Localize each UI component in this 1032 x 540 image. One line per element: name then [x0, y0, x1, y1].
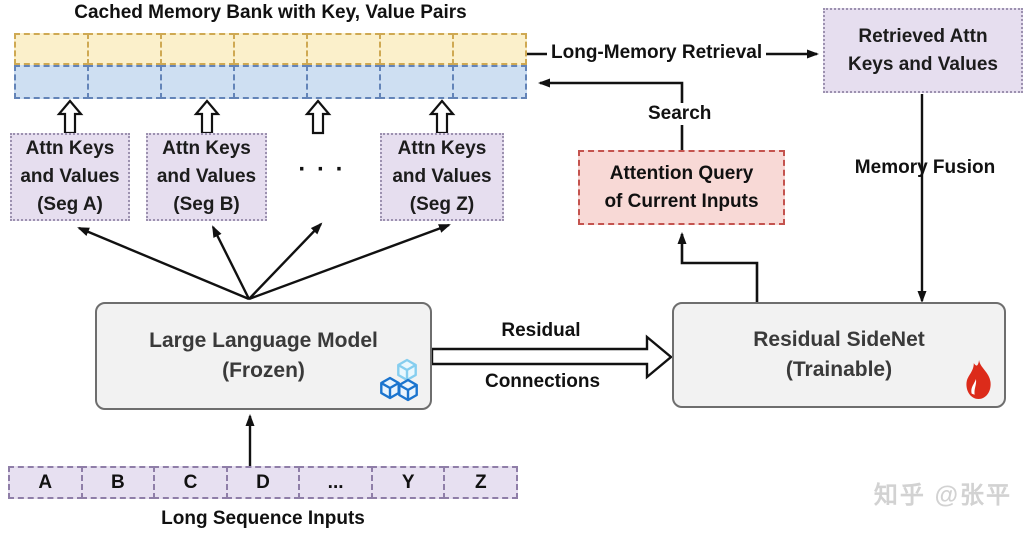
search-arrow	[538, 78, 684, 151]
sequence-token-cell: D	[225, 466, 301, 499]
memory-key-cell	[452, 33, 527, 65]
sequence-token-cell: ...	[298, 466, 373, 499]
long-sequence-input-row: A B C D ... Y Z	[8, 466, 519, 499]
box-text-line: and Values	[156, 166, 257, 187]
box-text-line: (Seg A)	[37, 194, 103, 215]
memory-key-cell	[233, 33, 308, 65]
box-text-line: (Seg Z)	[409, 194, 475, 215]
search-label: Search	[644, 103, 716, 125]
zhihu-watermark: 知乎 @张平	[873, 482, 1012, 509]
box-text-line: Attention Query	[609, 162, 754, 184]
cache-to-bank-arrows	[56, 99, 456, 135]
residual-connections-arrow	[430, 334, 673, 380]
box-text-line: Attn Keys	[162, 138, 251, 159]
memory-value-cell	[379, 65, 454, 99]
memory-key-cell	[87, 33, 162, 65]
memory-value-cell	[160, 65, 235, 99]
memory-key-cell	[160, 33, 235, 65]
box-text-line: Retrieved Attn	[858, 25, 988, 47]
box-text-line: (Seg B)	[173, 194, 240, 215]
sequence-token-cell: A	[8, 466, 83, 499]
connections-label: Connections	[484, 371, 601, 392]
box-text-line: Attn Keys	[25, 138, 115, 159]
box-text-line: Keys and Values	[848, 53, 998, 75]
memory-value-cell	[87, 65, 162, 99]
box-text-line: Attn Keys	[397, 138, 487, 159]
llm-frozen-box: Large Language Model (Frozen)	[95, 302, 432, 410]
box-text-line: and Values	[392, 166, 492, 187]
sequence-token-cell: C	[153, 466, 228, 499]
memory-value-cell	[14, 65, 89, 99]
memory-value-cell	[452, 65, 527, 99]
ice-cubes-icon	[380, 358, 418, 402]
memory-key-cell	[379, 33, 454, 65]
memory-key-cell	[14, 33, 89, 65]
memory-fusion-label: Memory Fusion	[854, 157, 996, 178]
long-memory-retrieval-label: Long-Memory Retrieval	[547, 42, 767, 64]
memory-bank-key-row	[14, 33, 527, 65]
attention-query-box: Attention Query of Current Inputs	[578, 150, 785, 225]
box-text-line: (Frozen)	[222, 359, 305, 382]
long-sequence-inputs-label: Long Sequence Inputs	[161, 508, 365, 529]
box-text-line: of Current Inputs	[604, 190, 759, 212]
memory-bank-title: Cached Memory Bank with Key, Value Pairs	[74, 2, 467, 23]
memory-bank-value-row	[14, 65, 527, 99]
segment-fanout-arrows	[77, 222, 451, 301]
residual-label: Residual	[501, 320, 581, 341]
box-text-line: and Values	[20, 166, 120, 187]
box-text-line: Residual SideNet	[753, 328, 925, 351]
retrieved-attn-kv-box: Retrieved Attn Keys and Values	[823, 8, 1023, 93]
box-text-line: Large Language Model	[149, 329, 378, 352]
memory-key-cell	[306, 33, 381, 65]
residual-sidenet-box: Residual SideNet (Trainable)	[672, 302, 1006, 408]
flame-icon	[966, 360, 991, 399]
memory-value-cell	[306, 65, 381, 99]
attn-kv-seg-z-box: Attn Keys and Values (Seg Z)	[380, 133, 504, 221]
segments-ellipsis: · · ·	[298, 156, 346, 183]
attn-kv-seg-b-box: Attn Keys and Values (Seg B)	[146, 133, 267, 221]
sequence-token-cell: B	[80, 466, 156, 499]
sidenet-to-query-arrow	[677, 232, 759, 302]
memory-value-cell	[233, 65, 308, 99]
box-text-line: (Trainable)	[785, 358, 893, 381]
attn-kv-seg-a-box: Attn Keys and Values (Seg A)	[10, 133, 130, 221]
sequence-token-cell: Z	[443, 466, 519, 499]
sequence-token-cell: Y	[370, 466, 446, 499]
